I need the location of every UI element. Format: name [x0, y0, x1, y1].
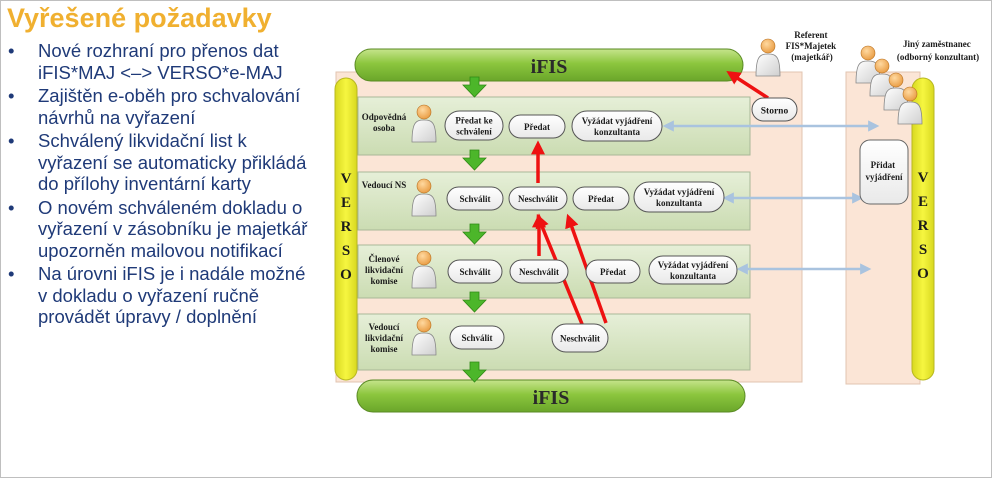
action-button: Předat	[508, 114, 566, 139]
down-arrow-icon	[462, 76, 487, 98]
bullet-item: Nové rozhraní pro přenos dat iFIS*MAJ <–…	[8, 40, 308, 83]
action-label: Schválit	[461, 333, 492, 343]
down-arrow-icon	[462, 223, 487, 245]
ifis-bottom-bar	[356, 379, 746, 413]
verso-letter: S	[919, 242, 927, 258]
action-button: Předat	[585, 259, 641, 284]
other-employee-label: Jiný zaměstnanec (odborný konzultant)	[897, 39, 979, 62]
verso-right-letters: VERSO	[917, 170, 929, 282]
down-arrow-icon	[462, 361, 487, 383]
action-label: Předat	[524, 122, 550, 132]
person-icon	[411, 178, 437, 217]
referent-label: Referent FIS*Majetek (majetkář)	[786, 30, 839, 62]
bullet-item: O novém schváleném dokladu o vyřazení v …	[8, 197, 308, 262]
storno-button	[751, 97, 798, 122]
verso-letter: O	[917, 266, 929, 282]
verso-left-bar	[334, 77, 358, 381]
down-arrow-icon	[462, 149, 487, 171]
pridat-vyjadreni-label: Přidat vyjádření	[866, 160, 903, 182]
storno-arrow	[726, 70, 769, 100]
action-label: Předat	[600, 267, 626, 277]
action-label: Předat	[588, 194, 614, 204]
action-button: Schválit	[446, 186, 504, 211]
bullet-list: Nové rozhraní pro přenos dat iFIS*MAJ <–…	[8, 40, 308, 330]
ifis-bottom-label: iFIS	[533, 387, 570, 409]
action-label: Neschválit	[519, 267, 559, 277]
pridat-vyjadreni-box	[859, 139, 909, 205]
green-flow-arrows	[462, 76, 487, 383]
action-button: Neschválit	[508, 186, 568, 211]
action-button: Neschválit	[509, 259, 569, 284]
verso-left-letters: VERSO	[340, 171, 352, 283]
action-button: Neschválit	[551, 323, 609, 353]
verso-letter: V	[341, 171, 352, 187]
action-button: Schválit	[447, 259, 503, 284]
lane-role-label: Vedoucí NS	[362, 180, 406, 190]
person-icon	[897, 86, 923, 125]
verso-letter: V	[918, 170, 929, 186]
consult-arrows	[662, 120, 880, 275]
storno-label: Storno	[761, 107, 789, 117]
slide-title: Vyřešené požadavky	[7, 3, 272, 33]
verso-letter: E	[918, 194, 928, 210]
bullet-item: Zajištěn e-oběh pro schvalování návrhů n…	[8, 85, 308, 128]
action-label: Neschválit	[560, 334, 600, 344]
verso-letter: S	[342, 243, 350, 259]
action-label: Schválit	[459, 267, 490, 277]
action-button: Schválit	[449, 325, 505, 350]
ifis-top-label: iFIS	[531, 56, 568, 78]
bullet-item: Schválený likvidační list k vyřazení se …	[8, 130, 308, 195]
person-icon	[411, 250, 437, 289]
ifis-top-bar	[354, 48, 744, 82]
person-icons	[411, 38, 923, 356]
action-button: Předat	[572, 186, 630, 211]
bullet-item: Na úrovni iFIS je i nadále možné v dokla…	[8, 263, 308, 328]
person-icon	[755, 38, 781, 77]
verso-letter: O	[340, 267, 352, 283]
action-label: Schválit	[459, 194, 490, 204]
down-arrow-icon	[462, 291, 487, 313]
verso-letter: R	[341, 219, 352, 235]
verso-letter: E	[341, 195, 351, 211]
verso-letter: R	[918, 218, 929, 234]
verso-right-bar	[911, 77, 935, 381]
person-icon	[411, 317, 437, 356]
person-icon	[411, 104, 437, 143]
action-label: Neschválit	[518, 194, 558, 204]
